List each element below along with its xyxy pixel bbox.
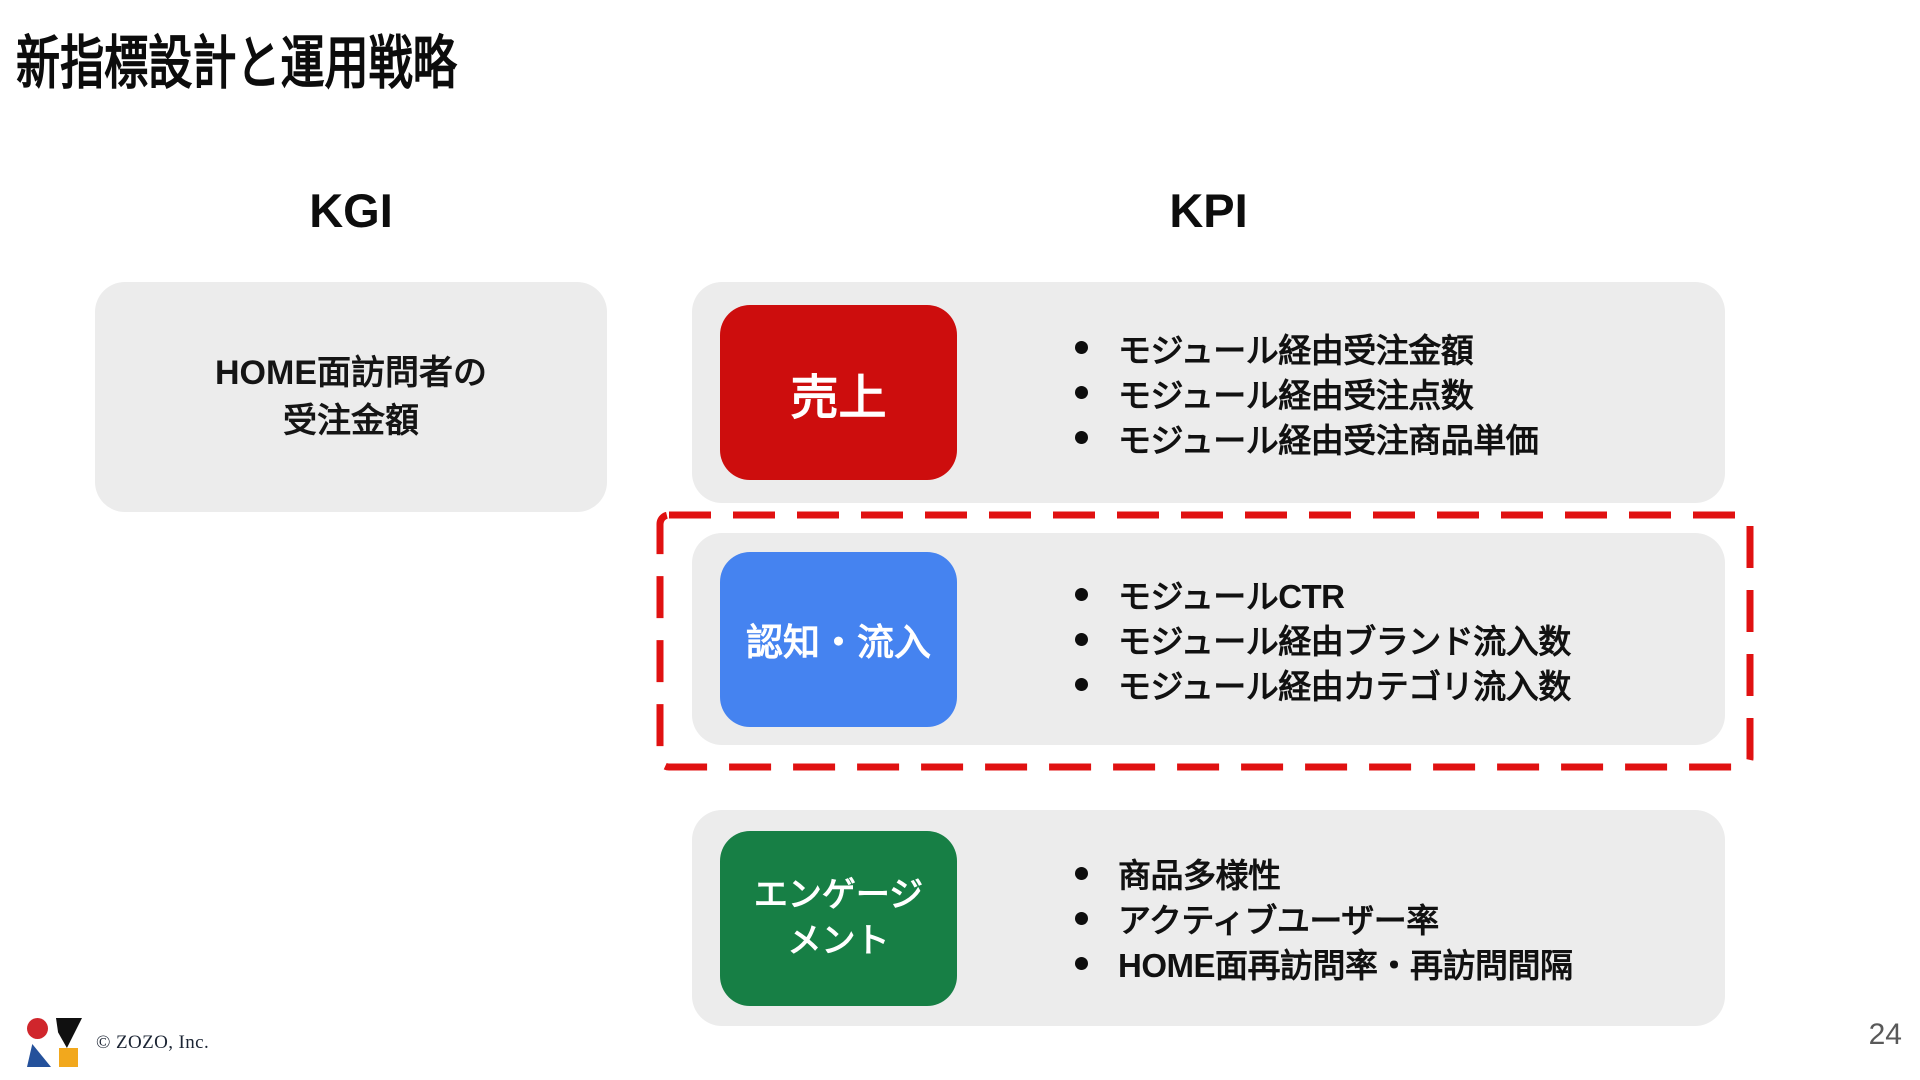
page-title: 新指標設計と運用戦略	[16, 31, 457, 96]
kgi-box: HOME面訪問者の 受注金額	[95, 282, 607, 512]
kpi-item-list-awareness: モジュールCTR モジュール経由ブランド流入数 モジュール経由カテゴリ流入数	[1075, 572, 1571, 707]
page-number: 24	[1868, 1018, 1902, 1051]
kpi-category-pill-engagement: エンゲージ メント	[720, 830, 957, 1006]
list-item-text: アクティブユーザー率	[1118, 902, 1439, 939]
bullet-icon	[1075, 677, 1088, 691]
list-item-text: モジュール経由受注商品単価	[1118, 421, 1539, 459]
bullet-icon	[1075, 866, 1088, 880]
list-item: モジュール経由カテゴリ流入数	[1075, 662, 1571, 707]
bullet-icon	[1075, 386, 1088, 399]
kpi-item-list-engagement: 商品多様性 アクティブユーザー率 HOME面再訪問率・再訪問間隔	[1075, 851, 1573, 986]
kgi-box-text: HOME面訪問者の 受注金額	[215, 349, 487, 445]
list-item-text: モジュール経由受注点数	[1118, 376, 1474, 414]
list-item-text: HOME面再訪問率・再訪問間隔	[1118, 947, 1573, 984]
kpi-category-pill-sales: 売上	[720, 305, 957, 480]
bullet-icon	[1075, 587, 1088, 601]
bullet-icon	[1075, 431, 1088, 444]
bullet-icon	[1075, 956, 1088, 970]
pill-label-line: 認知・流入	[746, 622, 931, 663]
bullet-icon	[1075, 911, 1088, 925]
list-item: モジュール経由受注点数	[1075, 370, 1538, 415]
list-item-text: モジュール経由カテゴリ流入数	[1118, 668, 1571, 705]
pill-label-line: 売上	[790, 371, 887, 425]
logo-black-flag-icon	[56, 1018, 82, 1048]
list-item: アクティブユーザー率	[1075, 896, 1573, 941]
kpi-row-engagement: エンゲージ メント 商品多様性 アクティブユーザー率 HOME面再訪問率・再訪問…	[692, 810, 1725, 1026]
list-item: モジュール経由ブランド流入数	[1075, 617, 1571, 662]
kpi-item-list-sales: モジュール経由受注金額 モジュール経由受注点数 モジュール経由受注商品単価	[1075, 325, 1539, 460]
kpi-header: KPI	[1169, 184, 1248, 237]
list-item-text: モジュール経由ブランド流入数	[1118, 623, 1571, 660]
kpi-row-awareness: 認知・流入 モジュールCTR モジュール経由ブランド流入数 モジュール経由カテゴ…	[692, 533, 1725, 745]
kgi-header: KGI	[309, 184, 393, 237]
list-item: モジュールCTR	[1075, 572, 1571, 617]
list-item-text: モジュールCTR	[1118, 578, 1345, 615]
pill-label-line: エンゲージ	[753, 876, 924, 914]
list-item: モジュール経由受注商品単価	[1075, 415, 1539, 460]
list-item: モジュール経由受注金額	[1075, 325, 1538, 370]
logo-blue-triangle-icon	[27, 1044, 51, 1067]
logo-red-circle-icon	[27, 1018, 48, 1039]
list-item: HOME面再訪問率・再訪問間隔	[1075, 941, 1573, 986]
bullet-icon	[1075, 632, 1088, 646]
kpi-category-pill-awareness: 認知・流入	[720, 551, 957, 727]
kgi-text-line1: HOME面訪問者の	[215, 354, 487, 392]
zozo-logo	[27, 1018, 83, 1068]
kpi-row-sales: 売上 モジュール経由受注金額 モジュール経由受注点数 モジュール経由受注商品単価	[692, 282, 1725, 503]
list-item-text: 商品多様性	[1118, 857, 1281, 894]
copyright-text: © ZOZO, Inc.	[96, 1032, 210, 1053]
bullet-icon	[1075, 341, 1088, 354]
kgi-text-line2: 受注金額	[283, 402, 419, 440]
list-item: 商品多様性	[1075, 851, 1573, 896]
list-item-text: モジュール経由受注金額	[1118, 331, 1474, 369]
logo-yellow-square-icon	[59, 1048, 78, 1067]
pill-label-line: メント	[787, 922, 890, 960]
highlight-dashed-border	[656, 511, 1754, 771]
